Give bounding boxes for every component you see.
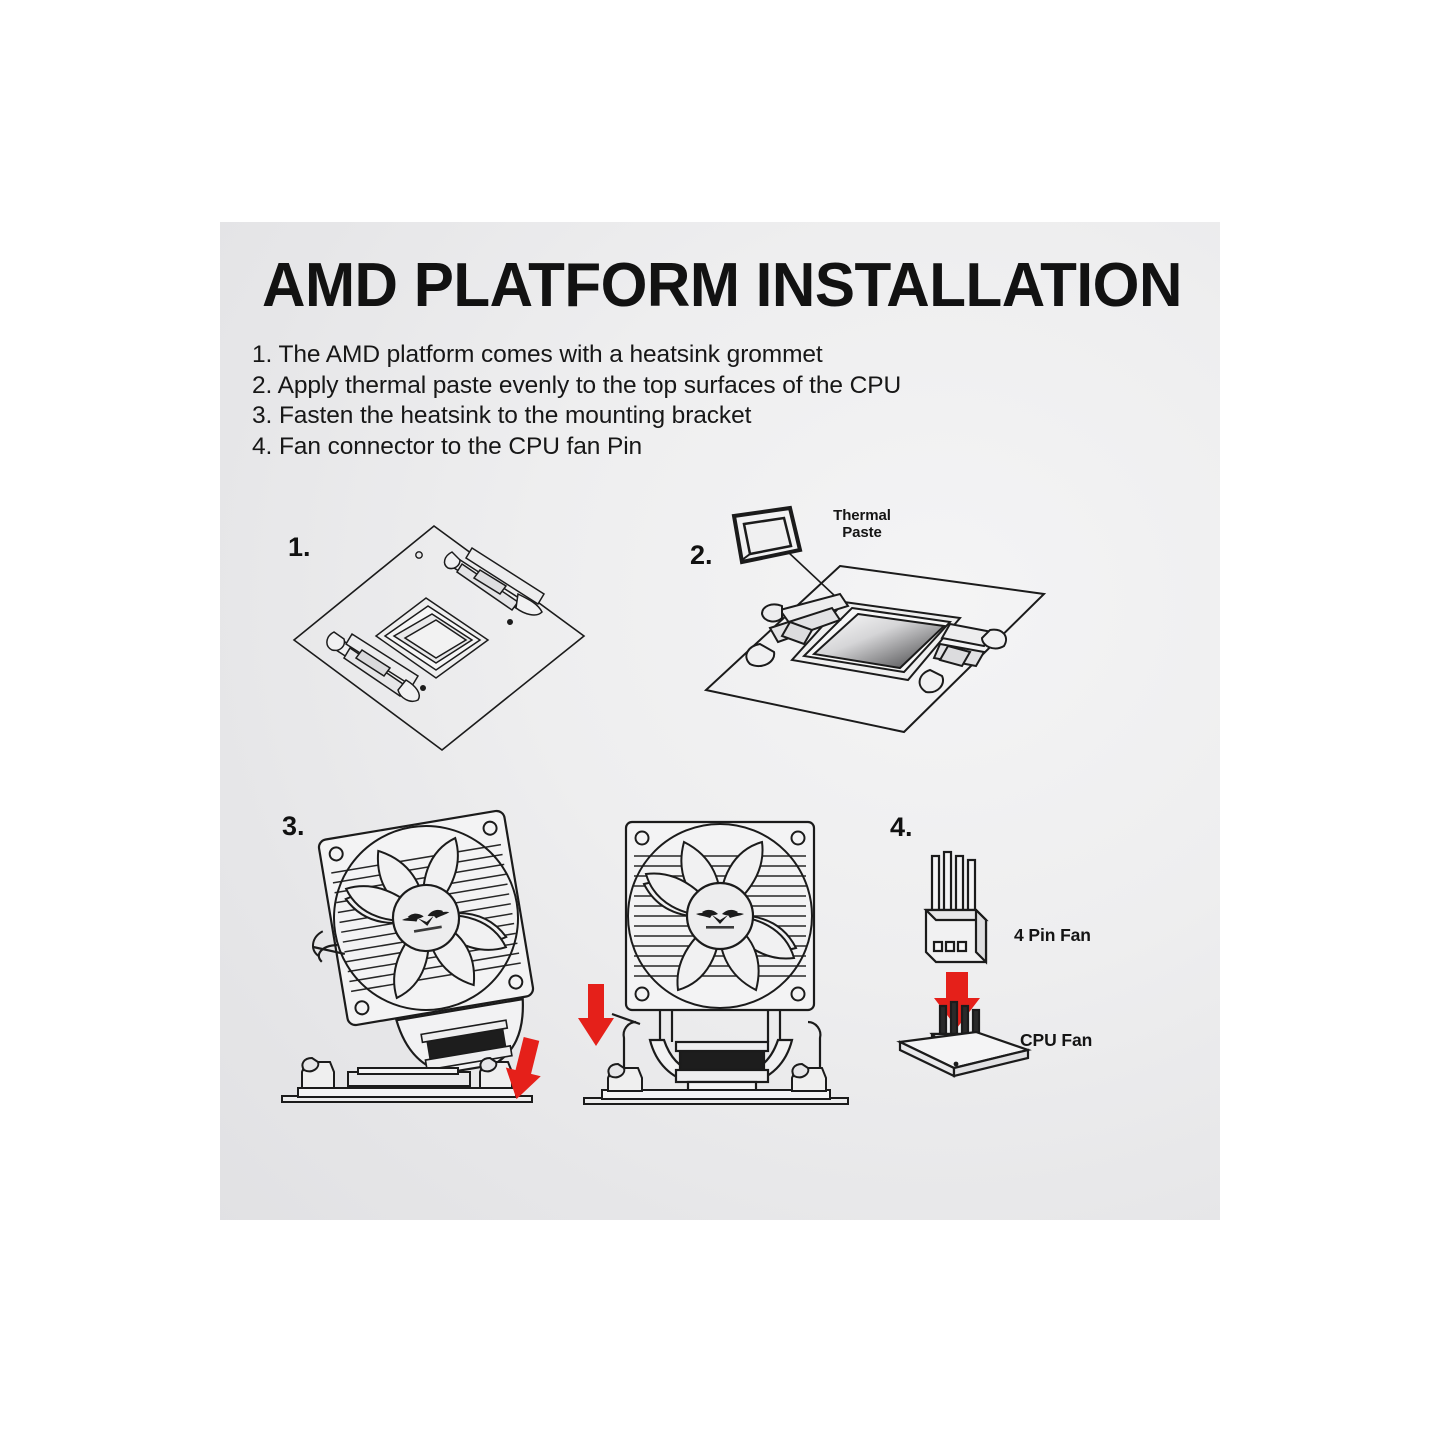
instruction-item: 1. The AMD platform comes with a heatsin… (252, 341, 823, 368)
figure-step-2: 2. Thermal Paste (672, 494, 1052, 754)
figure-step-1: 1. (266, 508, 596, 758)
thermal-paste-callout-line2: Paste (842, 524, 882, 541)
instruction-item: 2. Apply thermal paste evenly to the top… (252, 371, 902, 399)
instruction-item: 3. Fasten the heatsink to the mounting b… (252, 402, 752, 429)
step-1-number: 1. (288, 532, 311, 562)
figure-step-3-seated (572, 806, 872, 1116)
cpu-fan-label: CPU Fan (1020, 1030, 1093, 1050)
install-direction-arrow-2 (578, 984, 614, 1046)
step-3-seated-illustration (578, 820, 849, 1105)
four-pin-fan-label: 4 Pin Fan (1014, 925, 1091, 945)
step-3-number: 3. (282, 811, 305, 841)
step-2-number: 2. (690, 540, 713, 570)
thermal-paste-callout: Thermal Paste (802, 507, 922, 541)
figure-step-3: 3. (268, 806, 588, 1116)
step-1-illustration (292, 524, 586, 752)
step-3-illustration (281, 808, 541, 1103)
step-2-illustration (703, 505, 1047, 734)
instruction-list: 1. The AMD platform comes with a heatsin… (252, 340, 1152, 462)
step-4-illustration (896, 850, 1032, 1078)
connect-direction-arrow (934, 972, 980, 1028)
thermal-paste-callout-line1: Thermal (833, 507, 891, 524)
step-4-number: 4. (890, 812, 913, 842)
instruction-panel: AMD PLATFORM INSTALLATION 1. The AMD pla… (220, 222, 1220, 1220)
install-direction-arrow-1 (505, 1036, 541, 1100)
instruction-item: 4. Fan connector to the CPU fan Pin (252, 432, 643, 460)
page-title: AMD PLATFORM INSTALLATION (262, 251, 1182, 320)
figure-step-4: 4. 4 Pin Fan CPU Fan (870, 806, 1160, 1086)
